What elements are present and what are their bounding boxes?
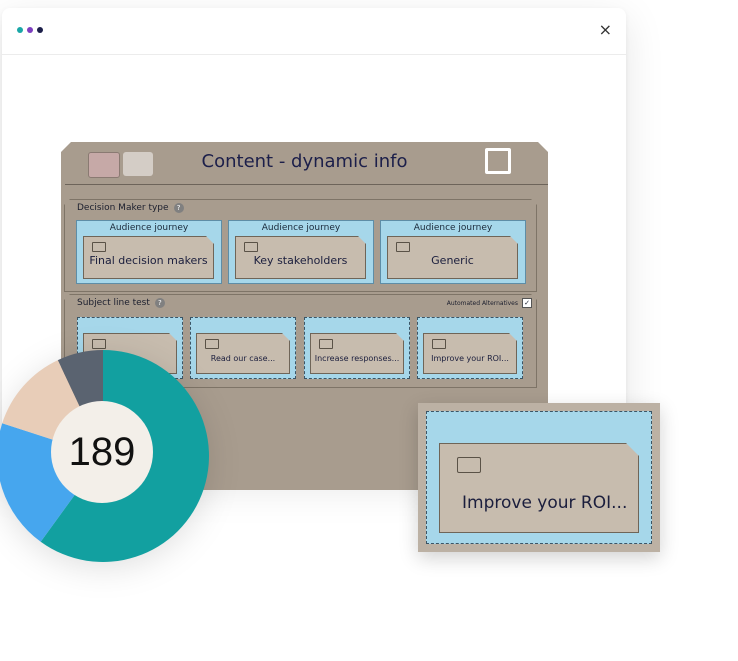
tag-icon: [432, 339, 446, 349]
info-icon[interactable]: ?: [174, 203, 184, 213]
tag-icon: [92, 339, 106, 349]
tag-icon: [396, 242, 410, 252]
content-tag[interactable]: Read our case...: [196, 333, 290, 374]
tag-label: Increase responses...: [314, 354, 400, 363]
card-heading: Audience journey: [413, 223, 493, 233]
tag-icon: [319, 339, 333, 349]
content-tag[interactable]: Key stakeholders: [235, 236, 366, 279]
tag-icon: [457, 457, 481, 473]
section-header: Decision Maker type ?: [77, 203, 184, 213]
window-titlebar: ×: [2, 8, 626, 55]
square-icon[interactable]: [485, 148, 511, 174]
decision-maker-section: Decision Maker type ? Audience journey F…: [64, 199, 537, 292]
section-header: Subject line test ?: [77, 298, 165, 308]
subject-card[interactable]: Read our case...: [190, 317, 296, 379]
audience-card[interactable]: Audience journey Key stakeholders: [228, 220, 374, 284]
automated-alternatives-toggle[interactable]: Automated Alternatives ✓: [447, 298, 532, 308]
card-heading: Audience journey: [109, 223, 189, 233]
checkbox[interactable]: ✓: [522, 298, 532, 308]
subject-card[interactable]: Increase responses...: [304, 317, 410, 379]
audience-card[interactable]: Audience journey Generic: [380, 220, 526, 284]
window-dot-purple: [27, 27, 33, 33]
panel-title: Content - dynamic info: [201, 151, 408, 172]
tag-icon: [92, 242, 106, 252]
zoomed-content-tag[interactable]: Improve your ROI...: [439, 443, 639, 533]
close-icon[interactable]: ×: [598, 20, 612, 39]
info-icon[interactable]: ?: [155, 298, 165, 308]
zoomed-tag-label: Improve your ROI...: [462, 493, 628, 513]
tag-icon: [205, 339, 219, 349]
tag-label: Improve your ROI...: [431, 354, 509, 363]
card-heading: Audience journey: [261, 223, 341, 233]
content-tag[interactable]: Improve your ROI...: [423, 333, 517, 374]
zoomed-card: Improve your ROI...: [418, 403, 660, 552]
divider: [65, 184, 548, 185]
section-label: Decision Maker type: [77, 203, 169, 213]
donut-value: 189: [51, 401, 153, 503]
subject-card[interactable]: Improve your ROI...: [417, 317, 523, 379]
window-dots: [17, 27, 43, 33]
automated-alternatives-label: Automated Alternatives: [446, 299, 518, 307]
content-tag[interactable]: Increase responses...: [310, 333, 404, 374]
content-tag[interactable]: Generic: [387, 236, 518, 279]
tag-label: Generic: [431, 254, 474, 267]
section-label: Subject line test: [77, 298, 150, 308]
tag-label: Read our case...: [210, 354, 276, 363]
tag-label: Final decision makers: [89, 254, 208, 267]
zoomed-card-frame[interactable]: Improve your ROI...: [426, 411, 652, 544]
window-dot-navy: [37, 27, 43, 33]
audience-card[interactable]: Audience journey Final decision makers: [76, 220, 222, 284]
tag-label: Key stakeholders: [253, 254, 348, 267]
window-dot-teal: [17, 27, 23, 33]
color-swatch-light[interactable]: [123, 152, 153, 176]
content-tag[interactable]: Final decision makers: [83, 236, 214, 279]
tag-icon: [244, 242, 258, 252]
color-swatch-rose[interactable]: [88, 152, 120, 178]
